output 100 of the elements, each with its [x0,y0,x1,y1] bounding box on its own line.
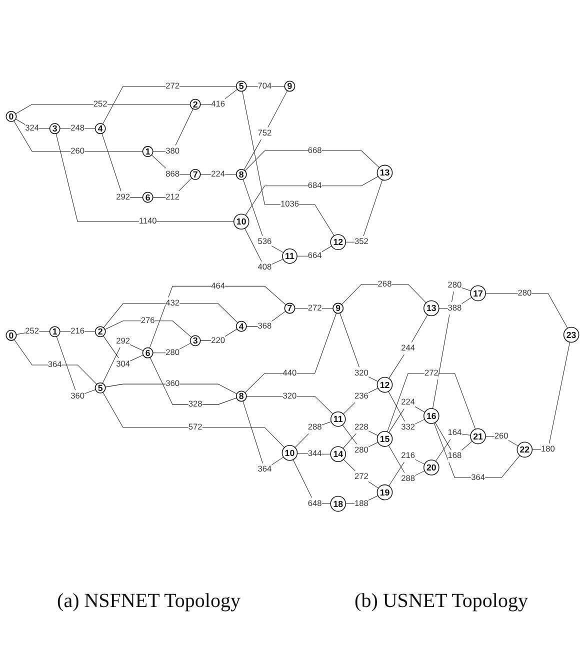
connector [15,104,190,114]
edge-label: 216 [401,451,416,460]
edge-label: 572 [188,422,202,432]
edge-label: 304 [116,360,130,368]
network-node-circle: 21 [470,428,486,444]
edge-label: 216 [70,326,85,336]
edge-label: 260 [70,146,85,156]
connector [14,120,143,152]
network-node-circle: 9 [332,302,344,314]
edge-label: 292 [116,336,130,346]
network-node-circle: 12 [376,376,393,393]
edge-label: 272 [166,82,180,90]
connector [244,312,337,393]
edge-label: 380 [166,146,180,156]
edge-label: 272 [308,304,322,312]
edge-label: 868 [166,170,180,179]
edge-label: 276 [140,316,155,326]
network-node-circle: 3 [49,123,60,134]
network-node-circle: 20 [423,460,440,476]
network-node-circle: 7 [284,302,296,314]
edge-label: 268 [378,280,392,288]
connector [388,314,428,379]
edge-label: 364 [471,473,485,482]
connector [56,133,234,222]
connector [152,108,194,152]
network-node-circle: 12 [330,234,346,250]
edge-label: 364 [48,360,62,370]
connector [246,396,334,414]
figure-caption: (a) NSFNET Topology [57,590,240,613]
edge-label: 408 [258,262,272,272]
network-node-circle: 11 [330,411,346,427]
edge-label: 416 [211,100,225,108]
edge-label: 252 [93,100,108,108]
edge-label: 328 [188,400,202,409]
edge-label: 280 [448,280,462,290]
edge-label: 648 [308,499,322,508]
connector [102,392,285,448]
edge-label: 280 [518,288,532,298]
network-node-circle: 22 [516,442,533,458]
network-node-circle: 8 [236,168,247,180]
network-node-circle: 6 [142,347,154,358]
edge-label: 668 [308,146,322,155]
edge-label: 320 [282,392,297,400]
edge-label: 344 [308,449,322,458]
network-node-circle: 1 [49,326,60,338]
connector [340,312,378,382]
network-node-circle: 2 [94,326,106,338]
connector [294,421,332,448]
edge-label: 228 [354,422,368,432]
network-node-circle: 23 [563,326,580,343]
connector [150,357,237,405]
connector [14,339,97,385]
connector [345,180,383,242]
network-node-circle: 17 [470,285,486,302]
edge-label: 288 [308,422,322,432]
edge-label: 168 [448,451,462,460]
network-node-circle: 5 [236,80,247,92]
edge-label: 352 [354,237,368,246]
connector [244,90,288,170]
edge-label: 704 [258,82,272,90]
edge-label: 292 [116,192,130,202]
connector [485,293,568,328]
edge-label: 440 [282,368,297,378]
edge-label: 164 [448,428,462,438]
network-node-circle: 0 [6,330,17,341]
network-node-circle: 10 [282,444,298,461]
network-node-circle: 16 [423,408,440,424]
connector [244,150,380,172]
network-node-circle: 15 [376,430,393,447]
network-node-circle: 8 [236,390,247,402]
connector [341,284,426,305]
network-node-circle: 1 [142,146,154,157]
edge-label: 212 [166,192,180,202]
connector [104,320,192,338]
network-node-circle: 4 [94,123,106,134]
edge-label: 332 [401,422,416,432]
connector [292,459,331,504]
edge-label: 180 [541,444,555,454]
edge-label: 432 [166,298,180,308]
edge-label: 188 [354,499,368,508]
edge-label: 280 [166,348,180,358]
edge-label: 224 [401,398,416,407]
connector [245,176,378,216]
network-node-circle: 10 [233,214,250,230]
network-node-circle: 13 [423,300,440,316]
edge-label: 236 [354,392,368,400]
edge-label: 360 [166,379,180,388]
connector [343,388,378,414]
edge-label: 664 [308,251,322,260]
edge-label: 272 [354,472,368,482]
edge-label: 224 [211,170,225,179]
network-node-circle: 7 [190,168,201,180]
edge-label: 324 [25,124,40,133]
edge-label: 684 [308,181,322,190]
network-node-circle: 9 [284,80,296,92]
edge-label: 536 [258,237,272,246]
edge-label: 248 [70,124,85,133]
edge-label: 260 [494,432,508,440]
edge-label: 252 [25,326,40,336]
connector [103,303,238,328]
